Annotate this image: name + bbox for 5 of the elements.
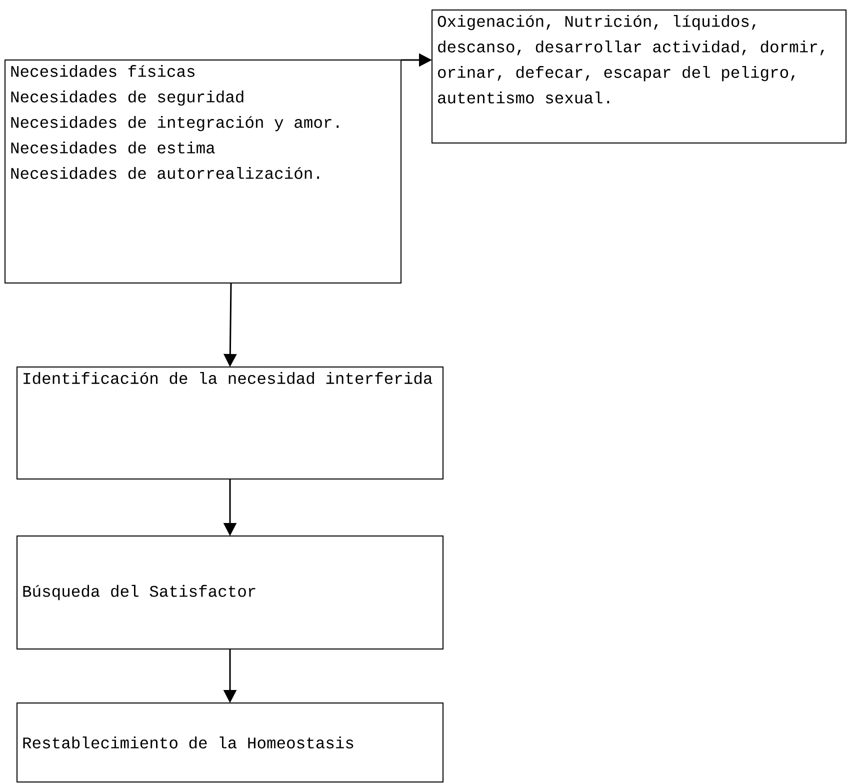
- process-box: Restablecimiento de la Homeostasis: [16, 702, 444, 782]
- process-box: Búsqueda del Satisfactor: [16, 536, 444, 650]
- process-box: Identificación de la necesidad interferida: [16, 366, 444, 480]
- process-box: Necesidades físicas Necesidades de seguridad Necesidades de integración y amor. Necesidades de estima Necesidades de autorrealización.: [4, 60, 402, 284]
- process-box: Oxigenación, Nutrición, líquidos, descanso, desarrollar actividad, dormir, orinar, defecar, escapar del peligro, autentismo sexual.: [432, 10, 847, 144]
